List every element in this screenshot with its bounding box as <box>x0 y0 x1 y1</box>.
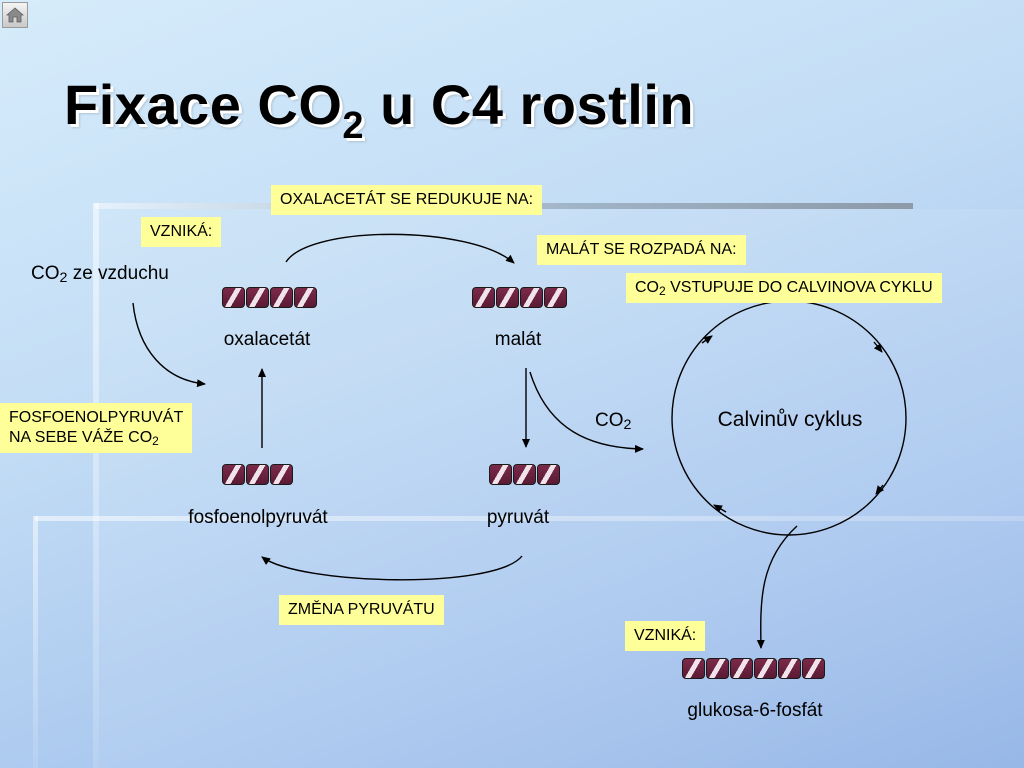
carbon-unit <box>513 464 536 485</box>
carbon-unit <box>472 287 495 308</box>
label-pep: fosfoenolpyruvát <box>188 507 328 528</box>
calvin-arrowhead <box>873 341 883 353</box>
home-icon <box>6 7 24 23</box>
title-main: Fixace CO <box>64 73 343 136</box>
carbon-unit <box>246 464 269 485</box>
carbon-unit <box>270 464 293 485</box>
label-oxalacetat: oxalacetát <box>223 329 311 350</box>
calvin-arrowhead <box>713 504 727 513</box>
note-text: VSTUPUJE DO CALVINOVA CYKLU <box>665 279 933 296</box>
label-malat: malát <box>494 329 542 350</box>
note-oxalacetat-reduction: OXALACETÁT SE REDUKUJE NA: <box>271 185 543 215</box>
label-subscript: 2 <box>59 270 68 286</box>
carbon-unit <box>778 658 801 679</box>
carbon-unit <box>682 658 705 679</box>
page-title: Fixace CO2 u C4 rostlin <box>64 70 694 147</box>
arrow-calvin-to-glucose <box>756 525 798 649</box>
molecule-pep <box>222 464 293 485</box>
arrow-oxalacetat-to-malat <box>285 233 515 264</box>
molecule-malat <box>472 287 567 308</box>
carbon-unit <box>544 287 567 308</box>
arrow-co2-to-calvin <box>529 371 644 453</box>
note-co2-calvin: CO2 VSTUPUJE DO CALVINOVA CYKLU <box>626 273 942 303</box>
title-rest: u C4 rostlin <box>364 73 695 136</box>
note-text: MALÁT SE ROZPADÁ NA: <box>546 241 737 258</box>
carbon-unit <box>520 287 543 308</box>
carbon-unit <box>537 464 560 485</box>
label-text: ze vzduchu <box>67 263 169 284</box>
label-co2-release: CO2 <box>595 409 631 434</box>
note-vznika-bottom: VZNIKÁ: <box>625 621 706 651</box>
note-text: VZNIKÁ: <box>634 627 697 644</box>
calvin-arrowhead <box>875 484 885 495</box>
carbon-unit <box>802 658 825 679</box>
note-text: NA SEBE VÁŽE CO <box>9 429 153 446</box>
note-text: ZMĚNA PYRUVÁTU <box>288 601 435 618</box>
arrow-pyruvat-to-pep <box>261 555 523 581</box>
label-subscript: 2 <box>623 417 632 433</box>
note-text: VZNIKÁ: <box>150 223 213 240</box>
title-subscript: 2 <box>342 105 365 147</box>
note-text: OXALACETÁT SE REDUKUJE NA: <box>280 191 534 208</box>
carbon-unit <box>730 658 753 679</box>
carbon-unit <box>496 287 519 308</box>
label-text: CO <box>595 410 624 431</box>
arrow-co2-air-in <box>132 302 206 388</box>
note-text: FOSFOENOLPYRUVÁT <box>9 409 184 426</box>
note-text: CO <box>635 279 659 296</box>
label-co2-air: CO2 ze vzduchu <box>31 262 169 287</box>
carbon-unit <box>222 287 245 308</box>
molecule-oxalacetat <box>222 287 317 308</box>
carbon-unit <box>706 658 729 679</box>
carbon-unit <box>270 287 293 308</box>
carbon-unit <box>754 658 777 679</box>
carbon-unit <box>489 464 512 485</box>
label-pyruvat: pyruvát <box>486 507 550 528</box>
calvin-arrowhead <box>701 335 713 344</box>
carbon-unit <box>246 287 269 308</box>
note-line2: NA SEBE VÁŽE CO2 <box>9 428 183 448</box>
note-malat-breakdown: MALÁT SE ROZPADÁ NA: <box>537 235 746 265</box>
molecule-glucose6p <box>682 658 825 679</box>
molecule-pyruvat <box>489 464 560 485</box>
carbon-unit <box>294 287 317 308</box>
home-button[interactable] <box>2 2 28 28</box>
note-subscript: 2 <box>152 434 159 448</box>
label-text: CO <box>31 263 60 284</box>
note-subscript: 2 <box>659 284 666 298</box>
note-pyruvate-change: ZMĚNA PYRUVÁTU <box>279 595 444 625</box>
carbon-unit <box>222 464 245 485</box>
note-pep-binding: FOSFOENOLPYRUVÁT NA SEBE VÁŽE CO2 <box>0 403 193 453</box>
label-glucose6p: glukosa-6-fosfát <box>687 700 823 721</box>
note-vznika-top: VZNIKÁ: <box>141 217 222 247</box>
label-calvin-cycle: Calvinův cyklus <box>717 408 863 431</box>
